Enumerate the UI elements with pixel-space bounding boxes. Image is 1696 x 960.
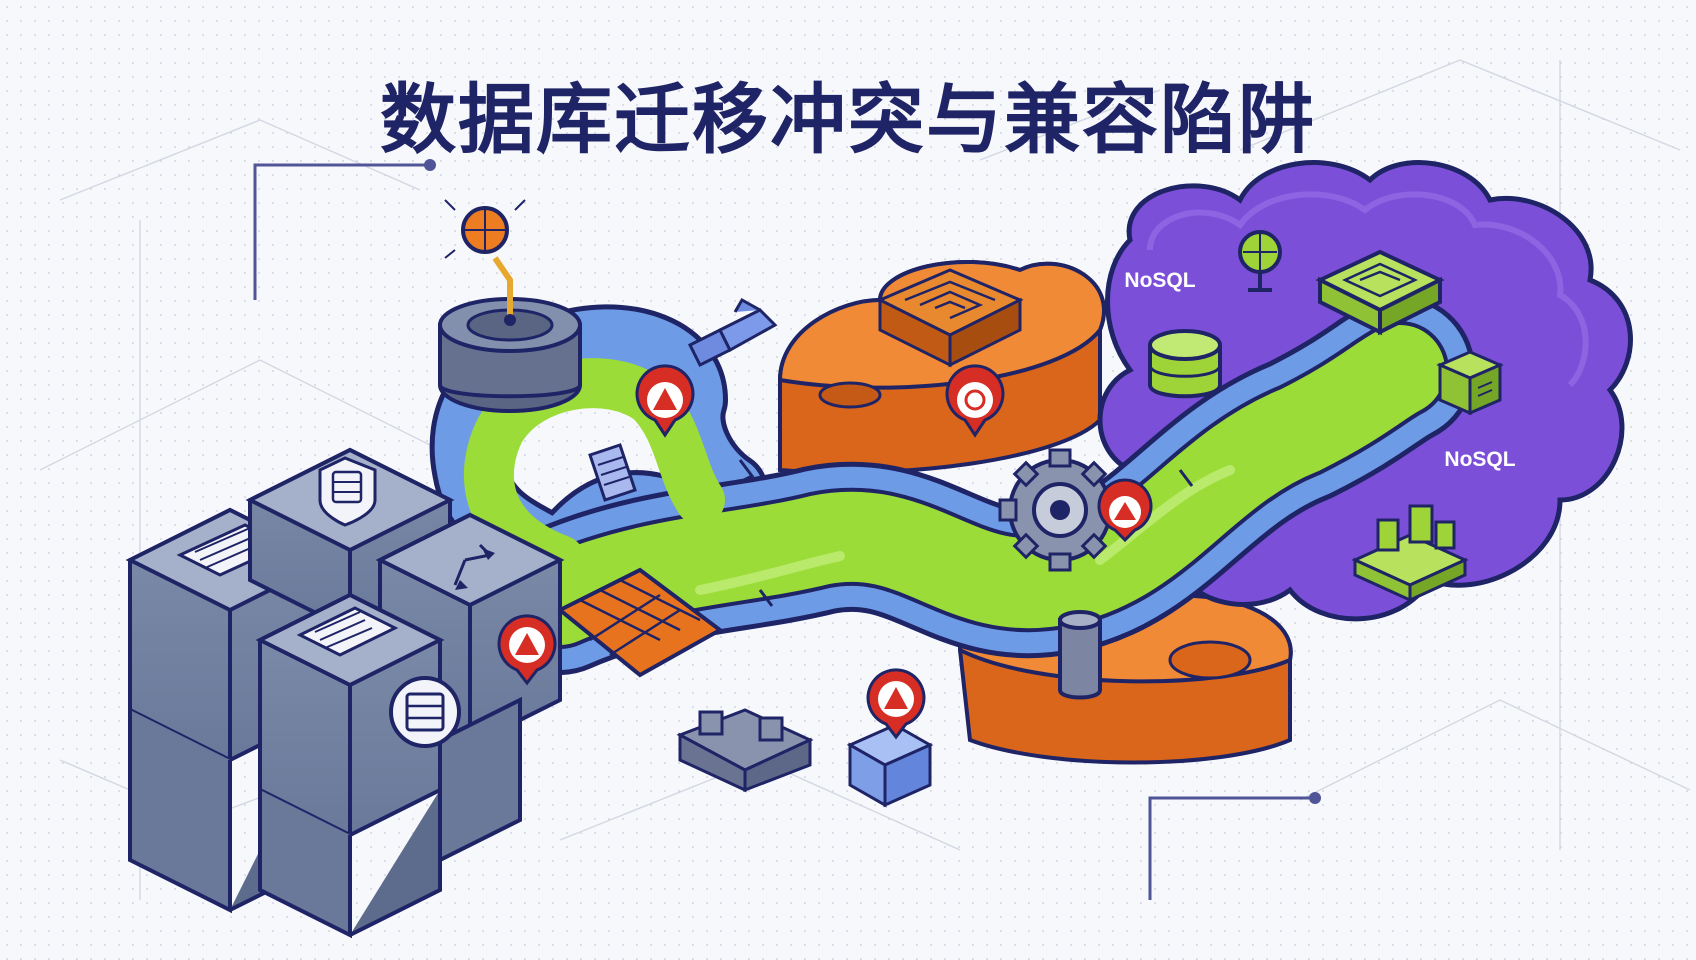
- shield-database-icon: [318, 456, 377, 527]
- brick-bridge: [556, 567, 724, 678]
- circuit-node: [1309, 792, 1321, 804]
- warning-pin-icon: [1097, 478, 1153, 543]
- relational-server-cube-icon: [125, 447, 565, 939]
- floating-arrows-icon: [687, 297, 778, 368]
- warning-pin-icon: [635, 364, 695, 438]
- castle-block-icon: [676, 708, 814, 793]
- bollard-post-icon: [1058, 610, 1102, 700]
- warning-pin-icon: [497, 614, 557, 686]
- circuit-lines: [253, 163, 1315, 900]
- migration-document-icon: [588, 443, 637, 502]
- nosql-label: NoSQL: [1444, 448, 1515, 471]
- maze-block-icon: [876, 268, 1024, 368]
- server-box-icon: [1436, 350, 1504, 416]
- data-package-box-icon: [846, 723, 934, 808]
- castle-block-icon: [1351, 504, 1469, 603]
- warning-pin-icon: [945, 364, 1005, 438]
- page-title: 数据库迁移冲突与兼容陷阱: [380, 75, 1316, 164]
- database-tank-icon: [438, 199, 582, 413]
- nosql-label: NoSQL: [1124, 269, 1195, 292]
- database-cylinder-icon: [1148, 329, 1222, 399]
- gear-icon: [998, 448, 1122, 572]
- circuit-node: [424, 159, 436, 171]
- database-badge-icon: [389, 676, 461, 748]
- warning-pin-icon: [866, 668, 926, 740]
- globe-icon: [1238, 230, 1282, 292]
- maze-block-icon: [1315, 249, 1445, 336]
